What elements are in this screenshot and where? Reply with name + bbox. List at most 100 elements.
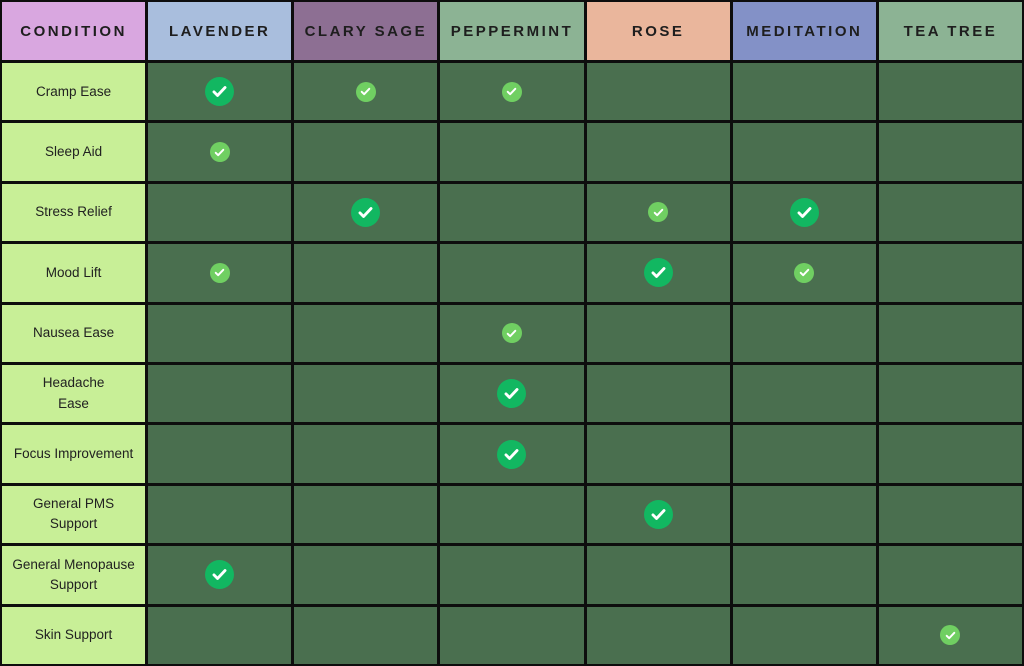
- row-label-condition: Focus Improvement: [2, 425, 146, 483]
- table-cell: [732, 183, 876, 242]
- table-cell: [586, 244, 730, 302]
- table-cell: [148, 606, 292, 664]
- column-header-label: TEA TREE: [903, 22, 998, 40]
- table-cell: [294, 606, 438, 664]
- table-cell: [732, 546, 876, 604]
- table-cell: [732, 244, 876, 302]
- table-cell: [148, 365, 292, 423]
- table-cell: [440, 244, 584, 302]
- table-cell: [294, 425, 438, 483]
- row-label-text: Mood Lift: [45, 264, 102, 280]
- column-header-label: LAVENDER: [169, 22, 271, 40]
- column-header-oil: ROSE: [586, 2, 730, 60]
- row-label-text: Nausea Ease: [33, 325, 115, 341]
- row-label-text: Skin Support: [34, 627, 113, 643]
- table-cell: [148, 546, 292, 604]
- table-cell: [586, 183, 730, 242]
- column-header-oil: MEDITATION: [732, 2, 876, 60]
- table-cell: [878, 365, 1022, 423]
- check-icon: [648, 202, 669, 223]
- row-label-text: Focus Improvement: [13, 445, 134, 461]
- table-cell: [586, 606, 730, 664]
- table-cell: [732, 606, 876, 664]
- row-label-text: General PMS Support: [33, 496, 115, 532]
- check-icon: [501, 323, 522, 344]
- table-cell: [586, 365, 730, 423]
- check-icon: [940, 625, 961, 646]
- column-header-oil: PEPPERMINT: [440, 2, 584, 60]
- column-header-condition: CONDITION: [2, 2, 146, 60]
- check-icon: [355, 81, 376, 102]
- row-label-condition: Nausea Ease: [2, 304, 146, 362]
- check-icon: [789, 197, 819, 227]
- column-header-oil: TEA TREE: [878, 2, 1022, 60]
- table-cell: [148, 183, 292, 242]
- table-cell: [732, 304, 876, 362]
- table-cell: [294, 183, 438, 242]
- table-cell: [440, 123, 584, 181]
- check-icon: [209, 262, 230, 283]
- check-icon: [501, 81, 522, 102]
- column-header-oil: CLARY SAGE: [294, 2, 438, 60]
- table-cell: [440, 304, 584, 362]
- column-header-label: ROSE: [631, 22, 685, 40]
- row-label-condition: Sleep Aid: [2, 123, 146, 181]
- row-label-condition: Mood Lift: [2, 244, 146, 302]
- table-cell: [878, 123, 1022, 181]
- table-cell: [440, 183, 584, 242]
- column-header-label: MEDITATION: [746, 22, 863, 40]
- table-cell: [586, 425, 730, 483]
- table-cell: [148, 123, 292, 181]
- check-icon: [794, 262, 815, 283]
- row-label-condition: Skin Support: [2, 606, 146, 664]
- check-icon: [351, 197, 381, 227]
- table-cell: [294, 365, 438, 423]
- table-cell: [878, 425, 1022, 483]
- table-cell: [878, 183, 1022, 242]
- table-cell: [440, 365, 584, 423]
- table-cell: [586, 485, 730, 544]
- table-cell: [148, 244, 292, 302]
- column-header-label: PEPPERMINT: [450, 22, 574, 40]
- column-header-oil: LAVENDER: [148, 2, 292, 60]
- check-icon: [209, 142, 230, 163]
- table-cell: [732, 365, 876, 423]
- check-icon: [205, 77, 235, 107]
- table-cell: [148, 425, 292, 483]
- check-icon: [497, 439, 527, 469]
- table-cell: [440, 606, 584, 664]
- table-cell: [148, 63, 292, 121]
- row-label-text: Sleep Aid: [45, 143, 103, 159]
- check-icon: [205, 560, 235, 590]
- table-cell: [878, 244, 1022, 302]
- table-cell: [732, 485, 876, 544]
- table-cell: [586, 304, 730, 362]
- check-icon: [497, 379, 527, 409]
- table-cell: [878, 546, 1022, 604]
- row-label-condition: Stress Relief: [2, 183, 146, 242]
- table-cell: [440, 425, 584, 483]
- table-cell: [294, 485, 438, 544]
- table-cell: [878, 304, 1022, 362]
- row-label-condition: General Menopause Support: [2, 546, 146, 604]
- table-cell: [586, 546, 730, 604]
- table-cell: [732, 425, 876, 483]
- row-label-text: Stress Relief: [35, 204, 112, 220]
- column-header-label: CLARY SAGE: [304, 22, 428, 40]
- table-cell: [294, 304, 438, 362]
- table-cell: [294, 244, 438, 302]
- table-cell: [440, 63, 584, 121]
- row-label-condition: General PMS Support: [2, 485, 146, 544]
- check-icon: [643, 499, 673, 529]
- table-cell: [878, 485, 1022, 544]
- row-label-text: Cramp Ease: [36, 83, 112, 99]
- column-header-label: CONDITION: [20, 22, 127, 40]
- row-label-condition: Headache Ease: [2, 365, 146, 423]
- row-label-text: General Menopause Support: [12, 556, 135, 592]
- row-label-condition: Cramp Ease: [2, 63, 146, 121]
- table-cell: [148, 304, 292, 362]
- table-cell: [440, 485, 584, 544]
- row-label-text: Headache Ease: [42, 375, 105, 411]
- table-cell: [440, 546, 584, 604]
